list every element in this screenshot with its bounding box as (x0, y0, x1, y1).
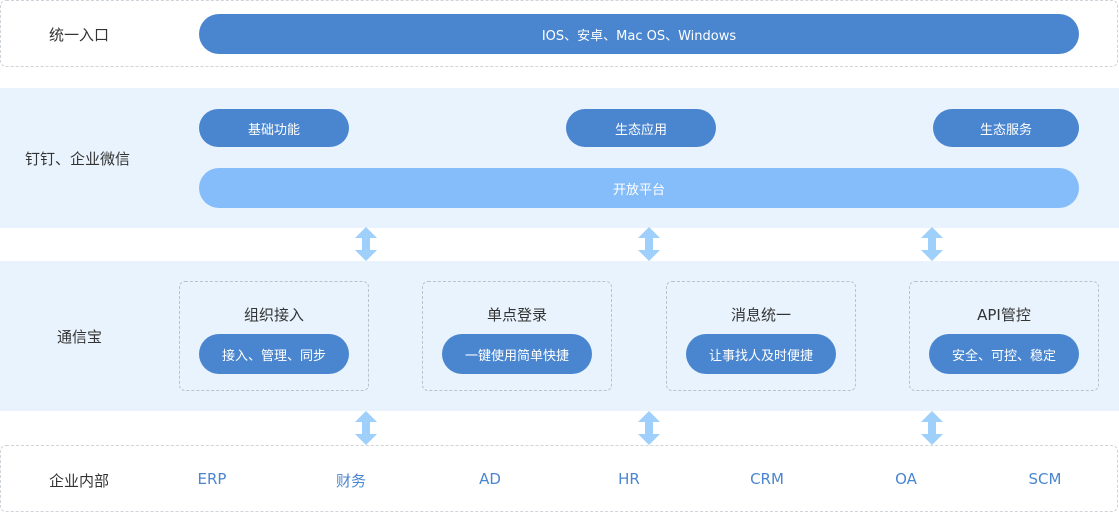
double-arrow-icon (355, 411, 377, 445)
card-title: 单点登录 (486, 306, 547, 324)
system-crm: CRM (750, 470, 784, 488)
card-sso: 单点登录 一键使用简单快捷 (422, 281, 612, 391)
eco-apps-pill: 生态应用 (566, 109, 716, 147)
entry-row-label: 统一入口 (49, 26, 110, 44)
txb-row-label: 通信宝 (57, 328, 103, 346)
card-unified-messaging: 消息统一 让事找人及时便捷 (666, 281, 856, 391)
system-scm: SCM (1028, 470, 1062, 488)
system-erp: ERP (197, 470, 227, 488)
card-title: 组织接入 (243, 306, 304, 324)
double-arrow-icon (638, 227, 660, 261)
enterprise-row-label: 企业内部 (49, 472, 110, 490)
system-ad: AD (479, 470, 501, 488)
card-desc-pill: 安全、可控、稳定 (929, 334, 1079, 374)
double-arrow-icon (921, 411, 943, 445)
double-arrow-icon (921, 227, 943, 261)
system-finance: 财务 (335, 472, 367, 490)
card-org-access: 组织接入 接入、管理、同步 (179, 281, 369, 391)
card-title: API管控 (977, 306, 1031, 324)
platforms-pill: IOS、安卓、Mac OS、Windows (199, 14, 1079, 54)
card-desc-pill: 接入、管理、同步 (199, 334, 349, 374)
card-api-control: API管控 安全、可控、稳定 (909, 281, 1099, 391)
system-oa: OA (895, 470, 917, 488)
double-arrow-icon (638, 411, 660, 445)
card-desc-pill: 让事找人及时便捷 (686, 334, 836, 374)
card-desc-pill: 一键使用简单快捷 (442, 334, 592, 374)
double-arrow-icon (355, 227, 377, 261)
card-title: 消息统一 (730, 306, 791, 324)
eco-services-pill: 生态服务 (933, 109, 1079, 147)
dingtalk-row-label: 钉钉、企业微信 (25, 150, 131, 168)
enterprise-row (0, 445, 1118, 512)
system-hr: HR (618, 470, 640, 488)
basic-functions-pill: 基础功能 (199, 109, 349, 147)
open-platform-pill: 开放平台 (199, 168, 1079, 208)
